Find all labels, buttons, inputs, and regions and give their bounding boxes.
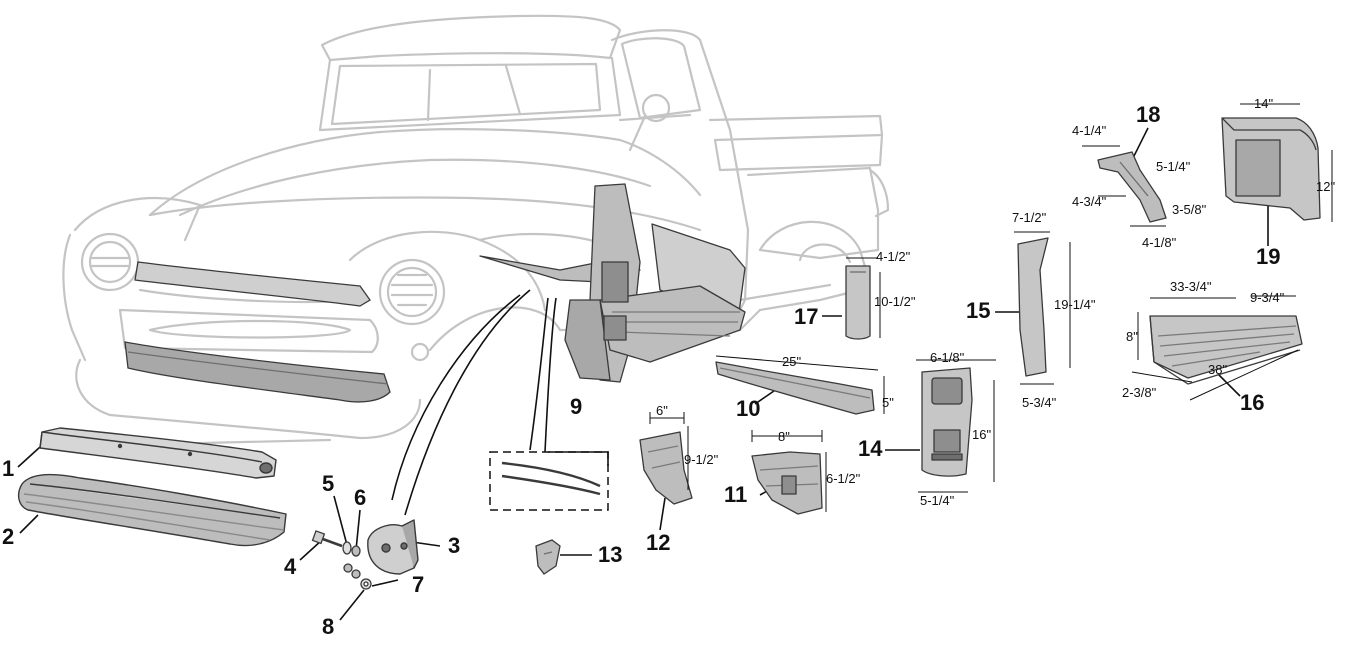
dim-p18-side: 3-5/8" [1172,202,1207,217]
hardware-parts [311,530,372,590]
callout-11: 11 [724,482,748,507]
dim-p17-height: 10-1/2" [874,294,916,309]
dim-p16-total: 38" [1208,362,1228,377]
dim-p18-bottom: 4-1/8" [1142,235,1177,250]
dim-p15-top: 7-1/2" [1012,210,1047,225]
callout-6: 6 [354,485,367,510]
dim-p11-height: 6-1/2" [826,471,861,486]
dim-p16-depth: 9-3/4" [1250,290,1285,305]
callout-12: 12 [646,530,671,555]
dim-p16-lip: 2-3/8" [1122,385,1157,400]
dim-p18-right: 5-1/4" [1156,159,1191,174]
callout-3: 3 [448,533,461,558]
dim-p14-top: 6-1/8" [930,350,965,365]
part-9-rods [489,451,609,511]
part-16-floor [1149,315,1303,385]
part-14-kickpanel [921,367,973,477]
callout-17: 17 [794,304,819,329]
part-3-bracket [367,519,419,575]
part-19-housing [1221,117,1321,221]
dim-p16-height: 8" [1126,329,1138,344]
callout-19: 19 [1256,244,1281,269]
callout-14: 14 [858,436,883,461]
callout-9: 9 [570,394,583,419]
callout-10: 10 [736,396,761,421]
part-17-panel [845,265,871,340]
dim-p14-bottom: 5-1/4" [920,493,955,508]
dim-p12-width: 6" [656,403,668,418]
part-18-bracket [1097,151,1167,223]
leader-lines [17,127,1269,621]
dimension-lines [649,103,1333,512]
part-10-rail [715,361,875,415]
dim-p19-height: 12" [1316,179,1336,194]
part-12-panel [639,431,693,505]
dim-p16-length: 33-3/4" [1170,279,1212,294]
dim-p10-height: 5" [882,395,894,410]
part-13-clip [535,539,561,575]
callout-15: 15 [966,298,991,323]
callout-2: 2 [2,524,15,549]
dim-p14-height: 16" [972,427,992,442]
dim-p15-height: 19-1/4" [1054,297,1096,312]
dim-p18-left: 4-3/4" [1072,194,1107,209]
dim-p18-top: 4-1/4" [1072,123,1107,138]
callout-18: 18 [1136,102,1161,127]
callout-5: 5 [322,471,335,496]
dim-p15-bottom: 5-3/4" [1022,395,1057,410]
callout-8: 8 [322,614,335,639]
part-11-panel [751,451,823,515]
dim-p10-length: 25" [782,354,802,369]
dim-p12-height: 9-1/2" [684,452,719,467]
callout-4: 4 [284,554,297,579]
dim-p17-width: 4-1/2" [876,249,911,264]
callout-13: 13 [598,542,623,567]
part-2-bumper [17,473,287,547]
part-15-pillar [1017,237,1049,377]
callout-1: 1 [2,456,15,481]
installed-bars [124,261,391,403]
dim-p11-width: 8" [778,429,790,444]
dim-p19-width: 14" [1254,96,1274,111]
installed-floor [479,183,746,383]
callout-16: 16 [1240,390,1265,415]
part-1-support [39,427,277,479]
callout-7: 7 [412,572,425,597]
